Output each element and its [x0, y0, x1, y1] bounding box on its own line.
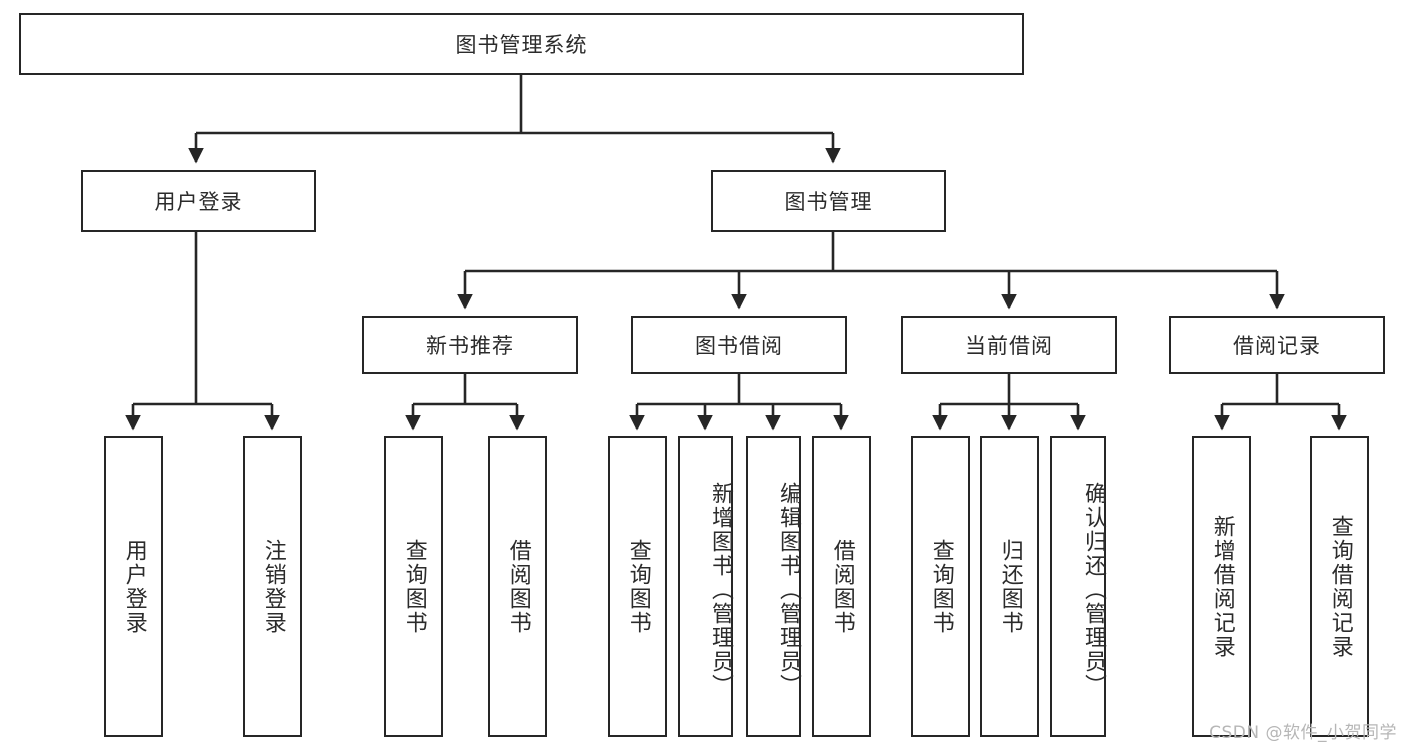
node-user-login-label: 用户登录: [154, 190, 243, 214]
node-book-mgmt-label: 图书管理: [784, 190, 873, 214]
node-leaf-query-book-1-label: 查询图书: [401, 538, 427, 635]
node-root-label: 图书管理系统: [455, 33, 588, 57]
node-leaf-query-record[interactable]: 查询借阅记录: [1310, 436, 1369, 737]
node-leaf-borrow-book-1[interactable]: 借阅图书: [488, 436, 547, 737]
node-leaf-return-book[interactable]: 归还图书: [980, 436, 1039, 737]
node-borrow-record[interactable]: 借阅记录: [1169, 316, 1385, 374]
node-leaf-edit-book-label: 编辑图书（管理员）: [776, 481, 801, 698]
node-leaf-borrow-book-2[interactable]: 借阅图书: [812, 436, 871, 737]
node-book-mgmt[interactable]: 图书管理: [711, 170, 946, 232]
node-leaf-edit-book[interactable]: 编辑图书（管理员）: [746, 436, 801, 737]
node-root[interactable]: 图书管理系统: [19, 13, 1024, 75]
node-new-book-rec[interactable]: 新书推荐: [362, 316, 578, 374]
node-leaf-query-record-label: 查询借阅记录: [1327, 514, 1353, 659]
node-leaf-query-book-1[interactable]: 查询图书: [384, 436, 443, 737]
node-leaf-return-book-label: 归还图书: [997, 538, 1023, 635]
node-leaf-add-record[interactable]: 新增借阅记录: [1192, 436, 1251, 737]
node-leaf-borrow-book-1-label: 借阅图书: [505, 538, 531, 635]
node-current-borrow-label: 当前借阅: [965, 334, 1053, 358]
node-leaf-add-record-label: 新增借阅记录: [1209, 514, 1235, 659]
node-leaf-borrow-book-2-label: 借阅图书: [829, 538, 855, 635]
node-new-book-rec-label: 新书推荐: [426, 334, 514, 358]
node-leaf-logout[interactable]: 注销登录: [243, 436, 302, 737]
node-leaf-confirm-return-label: 确认归还（管理员）: [1081, 481, 1106, 698]
node-leaf-query-book-2[interactable]: 查询图书: [608, 436, 667, 737]
node-leaf-logout-label: 注销登录: [260, 538, 286, 635]
node-book-borrow-label: 图书借阅: [695, 334, 783, 358]
node-user-login[interactable]: 用户登录: [81, 170, 316, 232]
watermark-text: CSDN @软件_小贺同学: [1209, 723, 1397, 743]
node-current-borrow[interactable]: 当前借阅: [901, 316, 1117, 374]
node-leaf-query-book-3[interactable]: 查询图书: [911, 436, 970, 737]
node-borrow-record-label: 借阅记录: [1233, 334, 1321, 358]
node-leaf-add-book[interactable]: 新增图书（管理员）: [678, 436, 733, 737]
node-leaf-query-book-3-label: 查询图书: [928, 538, 954, 635]
node-leaf-user-login[interactable]: 用户登录: [104, 436, 163, 737]
node-book-borrow[interactable]: 图书借阅: [631, 316, 847, 374]
node-leaf-add-book-label: 新增图书（管理员）: [708, 481, 733, 698]
node-leaf-confirm-return[interactable]: 确认归还（管理员）: [1050, 436, 1106, 737]
node-leaf-query-book-2-label: 查询图书: [625, 538, 651, 635]
node-leaf-user-login-label: 用户登录: [121, 538, 147, 635]
